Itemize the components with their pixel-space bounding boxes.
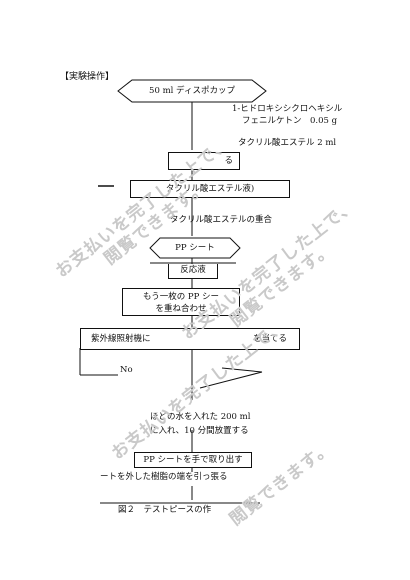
uv-tail-label: を当てる [253, 334, 288, 344]
step-small-label: る [224, 156, 233, 166]
uv-box: 紫外線照射機に を当てる [80, 328, 300, 350]
reaction-box: 反応液 [168, 264, 218, 279]
reagent-1-line2: フェニルケトン 0.05 g [242, 116, 338, 126]
step-small-box: る [168, 152, 240, 170]
remove-sheet-box: PP シートを手で取り出す [134, 452, 252, 468]
section-heading: 【実験操作】 [60, 72, 115, 82]
stack-line1: もう一枚の PP シー [142, 292, 220, 302]
stack-box: もう一枚の PP シー を重ね合わせ [122, 288, 240, 316]
branch-no-label: No [120, 365, 133, 375]
start-container-shape: 50 ml ディスポカップ [117, 79, 267, 103]
step-liquid-label: タクリル酸エステル液) [165, 184, 255, 194]
sheet-hexagon-icon [149, 237, 241, 259]
start-hexagon-icon [117, 79, 267, 103]
water-line1: ほどの水を入れた 200 ml [150, 412, 251, 422]
pull-resin-label: ートを外した樹脂の端を引っ張る [100, 472, 228, 482]
step-polymer-label: タクリル酸エステルの重合 [170, 215, 273, 225]
reaction-label: 反応液 [180, 265, 206, 275]
reagent-1-line1: 1-ヒドロキシシクロヘキシル [232, 104, 343, 114]
remove-sheet-label: PP シートを手で取り出す [143, 455, 243, 465]
figure-caption: 図２ テストピースの作 [118, 505, 212, 515]
step-liquid-box: タクリル酸エステル液) [130, 180, 290, 198]
reagent-2-label: タクリル酸エステル 2 ml [238, 138, 337, 148]
stack-line2: を重ね合わせ [155, 304, 207, 314]
sheet-container-shape: PP シート [149, 237, 241, 259]
sheet-label: PP シート [175, 243, 215, 253]
start-container-label: 50 ml ディスポカップ [149, 86, 235, 96]
uv-label: 紫外線照射機に [91, 334, 151, 344]
water-line2: に入れ、10 分間放置する [150, 426, 249, 436]
